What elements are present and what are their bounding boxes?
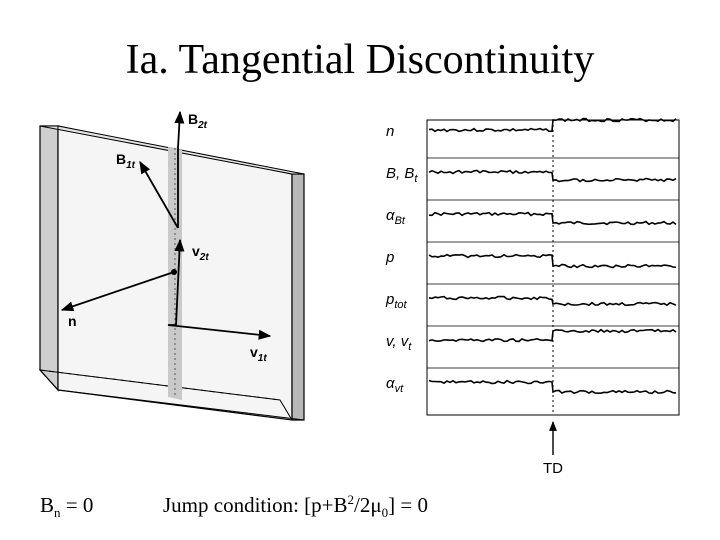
profile-trace: [428, 169, 677, 183]
profile-trace: [428, 379, 677, 395]
profile-row-label: v, vt: [386, 333, 412, 353]
td-label: TD: [543, 460, 563, 477]
profile-panel: TD: [426, 117, 680, 477]
profile-trace: [428, 253, 677, 269]
tangential-discontinuity-figure: B2t B1t v2t v1t n TD n B, Bt αBt p ptot v, vt…: [38, 110, 680, 477]
profile-row-label: αBt: [386, 207, 406, 227]
b1t-label: B1t: [116, 151, 136, 171]
profile-trace: [428, 117, 677, 133]
normal-field-condition: Bn = 0: [40, 493, 94, 521]
jump-condition: Jump condition: [p+B2/2μ0] = 0: [163, 492, 428, 521]
profile-row-label: n: [386, 123, 394, 140]
profile-row-label: B, Bt: [386, 165, 418, 185]
profile-trace: [428, 211, 677, 226]
b2t-label: B2t: [188, 111, 208, 131]
n-vector-label: n: [68, 313, 77, 329]
profile-trace: [428, 295, 677, 307]
v1t-label: v1t: [250, 344, 267, 364]
profile-row-label: p: [385, 249, 394, 266]
profile-row-label: αvt: [386, 375, 404, 395]
profile-row-label: ptot: [385, 291, 408, 311]
page-title: Ia. Tangential Discontinuity: [125, 37, 595, 83]
field-vectors: [60, 110, 272, 340]
v2t-label: v2t: [192, 243, 209, 263]
profile-trace: [428, 328, 677, 343]
